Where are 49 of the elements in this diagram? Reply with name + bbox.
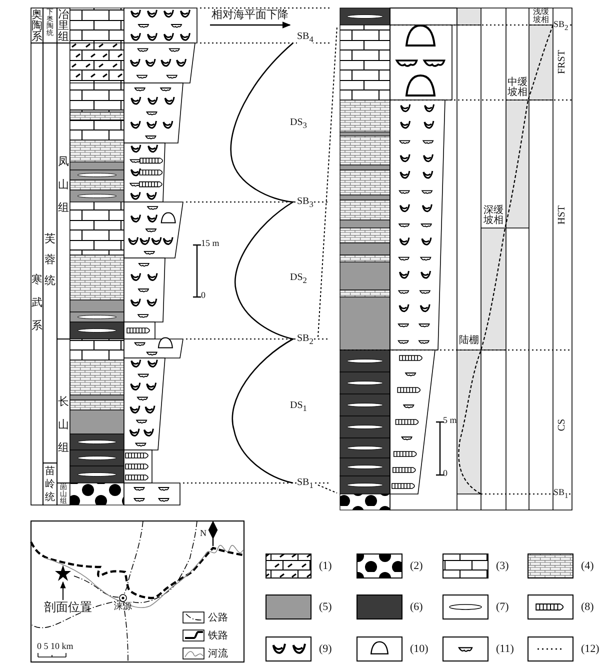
legend-label: 河流	[208, 648, 228, 659]
legend-label: (3)	[496, 560, 509, 572]
legend-label: (10)	[410, 642, 428, 656]
arrow-label: 相对海平面下降	[212, 9, 288, 22]
boundary-label: SB$_{1}$	[554, 488, 568, 500]
facies-label: 中缓坡相	[506, 78, 528, 98]
legend-label: (2)	[410, 560, 423, 572]
series-label: 苗岭统	[45, 465, 55, 504]
series-label: 芙蓉统	[44, 231, 56, 289]
systems-tract-label: HST	[556, 206, 568, 224]
location-label: 剖面位置	[44, 601, 92, 614]
boundary-label: SB$_{3}$	[297, 196, 314, 210]
system-label: 奥陶系	[32, 9, 42, 42]
facies-label: 陆棚	[459, 335, 479, 346]
formation-label: 凤山组	[58, 154, 69, 216]
scale-label: 0	[201, 291, 206, 301]
legend-label: (1)	[319, 560, 332, 572]
legend-label: (12)	[581, 642, 600, 656]
formation-label: 长山组	[58, 394, 69, 456]
boundary-label: SB$_{2}$	[554, 20, 568, 32]
north-label: N	[200, 529, 206, 539]
legend-label: 铁路	[208, 630, 228, 641]
scale-label: 0	[443, 469, 448, 479]
legend-label: (6)	[410, 600, 423, 614]
legend-label: (4)	[581, 560, 594, 572]
sequence-label: DS$_{1}$	[290, 400, 307, 414]
sequence-label: DS$_{3}$	[290, 117, 307, 130]
boundary-label: SB$_{1}$	[297, 477, 314, 490]
legend-label: 公路	[208, 612, 228, 623]
scale-label: 0 5 10 km	[37, 642, 74, 652]
legend-label: (9)	[319, 642, 332, 656]
formation-label: 冶里组	[58, 9, 69, 42]
boundary-label: SB$_{2}$	[297, 333, 314, 346]
place-label: 涞源	[114, 603, 132, 613]
legend-label: (8)	[581, 600, 594, 614]
scale-label: 5 m	[443, 416, 457, 426]
legend-label: (5)	[319, 600, 332, 614]
arrow	[60, 581, 66, 600]
star-icon	[55, 565, 71, 581]
systems-tract-label: FRST	[556, 50, 568, 74]
facies-label: 浅缓坡相	[532, 8, 550, 24]
systems-tract-label: CS	[556, 418, 568, 432]
system-label: 寒武系	[32, 272, 42, 334]
facies-label: 深缓坡相	[482, 206, 504, 226]
legend-label: (11)	[496, 642, 514, 656]
legend-label: (7)	[496, 600, 509, 614]
scale-label: 15 m	[201, 239, 220, 249]
sequence-label: DS$_{2}$	[290, 272, 307, 286]
boundary-label: SB$_{4}$	[297, 31, 314, 44]
